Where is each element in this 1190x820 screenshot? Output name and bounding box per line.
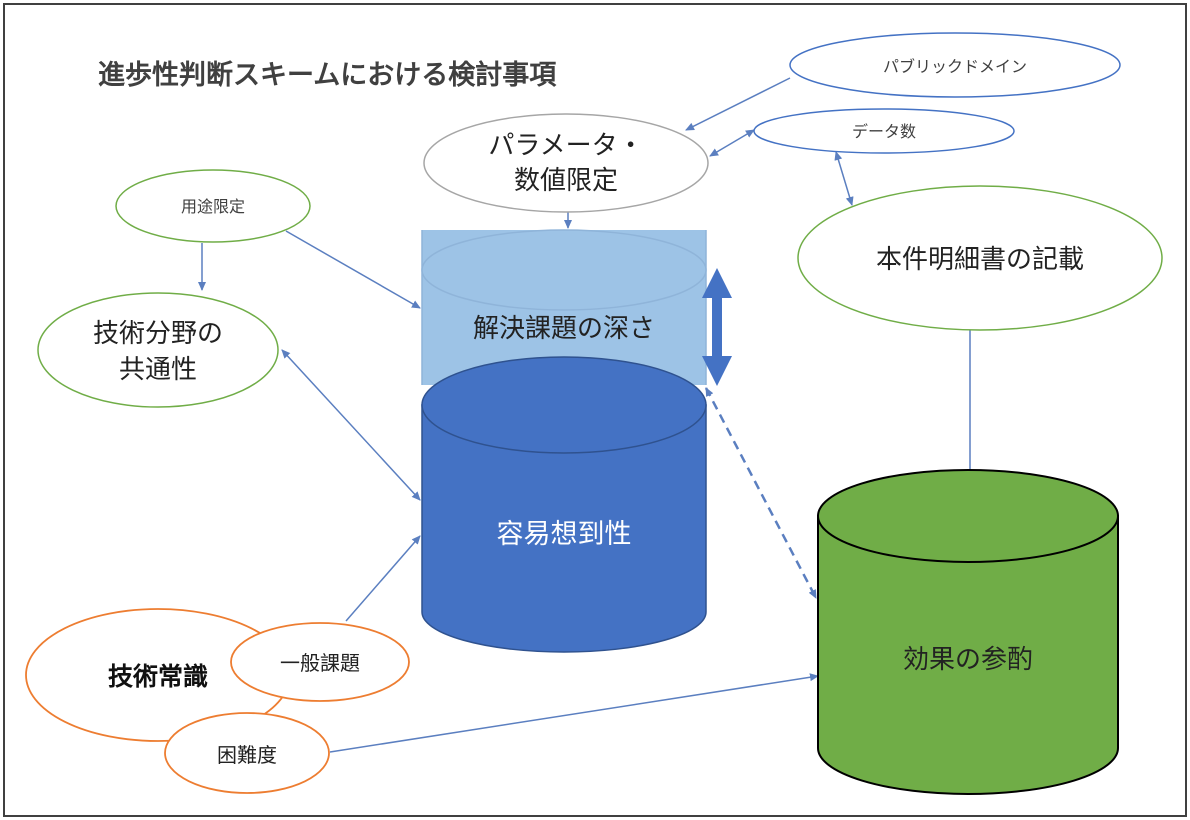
- arrow-depth-effect-dashed: [704, 387, 818, 599]
- node-common-knowledge: 技術常識: [25, 608, 291, 742]
- spec-description-label: 本件明細書の記載: [876, 245, 1084, 275]
- node-difficulty: 困難度: [164, 712, 330, 794]
- depth-double-arrow-icon: [702, 268, 732, 386]
- diagram-title: 進歩性判断スキームにおける検討事項: [98, 59, 557, 91]
- problem-depth-label: 解決課題の深さ: [473, 314, 655, 344]
- obviousness-label: 容易想到性: [497, 519, 632, 550]
- effect-cylinder: 効果の参酌: [817, 469, 1119, 795]
- obviousness-cylinder: 解決課題の深さ 容易想到性: [421, 229, 707, 653]
- common-knowledge-label: 技術常識: [108, 662, 208, 691]
- parameter-label-line2: 数値限定: [514, 166, 618, 196]
- obviousness-top: [421, 356, 707, 454]
- public-domain-label: パブリックドメイン: [883, 57, 1027, 76]
- parameter-label-line1: パラメータ・: [488, 131, 643, 161]
- node-public-domain: パブリックドメイン: [789, 32, 1121, 98]
- tech-field-label-line1: 技術分野の: [93, 319, 223, 349]
- arrow-param-data-count: [709, 129, 755, 157]
- arrow-data-count-spec: [834, 151, 854, 206]
- arrow-use-to-depth: [285, 230, 421, 309]
- general-problem-label: 一般課題: [280, 651, 360, 675]
- arrow-problem-to-obviousness: [345, 535, 421, 622]
- node-tech-field: 技術分野の 共通性: [37, 292, 279, 408]
- arrow-public-domain-to-param: [685, 77, 791, 131]
- obviousness-body: [421, 404, 707, 653]
- effect-label: 効果の参酌: [903, 645, 1033, 675]
- difficulty-label: 困難度: [217, 743, 277, 767]
- node-general-problem: 一般課題: [230, 622, 410, 702]
- problem-depth-top: [421, 229, 707, 311]
- node-spec-description: 本件明細書の記載: [797, 185, 1163, 331]
- arrow-field-obviousness: [281, 349, 421, 501]
- effect-top: [817, 469, 1119, 563]
- node-use-limitation: 用途限定: [115, 169, 311, 243]
- use-limitation-label: 用途限定: [181, 197, 245, 216]
- tech-field-label-line2: 共通性: [119, 355, 197, 385]
- effect-body: [817, 515, 1119, 795]
- data-count-label: データ数: [852, 122, 916, 141]
- node-data-count: データ数: [753, 108, 1015, 154]
- node-parameter: パラメータ・ 数値限定: [423, 113, 709, 213]
- arrow-difficulty-to-effect: [329, 673, 819, 753]
